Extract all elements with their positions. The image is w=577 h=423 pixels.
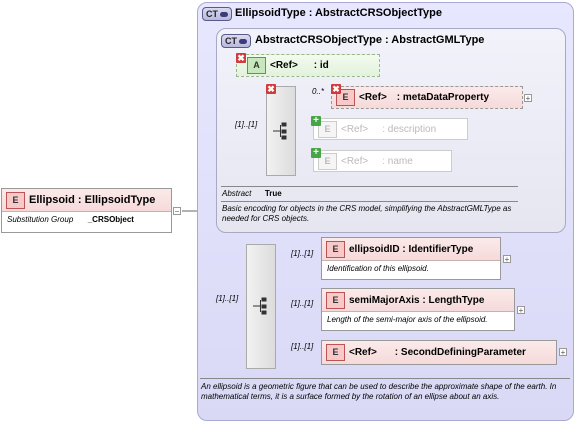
ellipsoid-type-title: EllipsoidType : AbstractCRSObjectType [235,7,442,19]
element-name: : description [382,123,437,135]
second-param-cardinality: [1]..[1] [291,342,314,351]
element-documentation: Identification of this ellipsoid. [327,264,429,273]
element-ellipsoid-id[interactable]: E ellipsoidID : IdentifierType Identific… [321,237,501,280]
root-element-ellipsoid[interactable]: E Ellipsoid : EllipsoidType Substitution… [1,188,172,233]
sequence-compositor[interactable] [266,86,296,176]
element-ref: <Ref> [349,347,377,358]
expand-icon[interactable]: + [524,94,532,103]
expand-icon[interactable]: + [517,306,525,315]
optional-icon: + [311,148,321,158]
abstract-property-row: Abstract True [222,189,282,198]
expand-icon[interactable]: + [559,348,567,357]
attribute-ref: <Ref> [270,60,298,71]
sequence-icon [273,122,287,140]
attribute-name: : id [313,60,329,71]
element-semi-major-axis[interactable]: E semiMajorAxis : LengthType Length of t… [321,288,515,331]
element-description[interactable]: E <Ref> : description [313,118,468,140]
prohibited-icon: ✖ [266,84,276,94]
element-badge: E [326,240,345,258]
element-ref: <Ref> [341,155,369,167]
divider [221,186,518,187]
element-badge: E [318,120,337,138]
prohibited-icon: ✖ [236,53,246,63]
prohibited-icon: ✖ [331,84,341,94]
ellipsoid-id-cardinality: [1]..[1] [291,249,314,258]
element-badge: E [326,344,345,361]
abstract-label: Abstract [222,189,252,198]
element-badge: E [326,291,345,309]
sequence-icon [253,297,267,315]
element-badge: E [318,152,337,170]
element-badge: E [6,191,25,209]
metadata-cardinality: 0..* [312,87,325,96]
substitution-group-row: Substitution Group _CRSObject [2,212,171,227]
element-name: semiMajorAxis : LengthType [349,294,485,306]
attribute-badge: A [247,57,266,74]
substitution-group-label: Substitution Group [7,215,74,224]
element-second-defining-parameter[interactable]: E <Ref> : SecondDefiningParameter [321,340,557,365]
sequence-cardinality: [1]..[1] [235,120,258,129]
element-name: ellipsoidID : IdentifierType [349,243,474,255]
root-element-name: Ellipsoid : EllipsoidType [29,194,156,206]
ct-pill-icon [239,38,247,44]
abstract-value: True [264,189,282,198]
abstract-crs-title: AbstractCRSObjectType : AbstractGMLType [255,34,485,46]
element-ref: <Ref> [359,92,387,103]
element-name: : name [382,155,413,167]
ellipsoid-type-documentation: An ellipsoid is a geometric figure that … [201,382,557,401]
element-name: : SecondDefiningParameter [394,347,526,358]
element-documentation: Length of the semi-major axis of the ell… [327,315,488,324]
complex-type-badge: CT [202,7,232,21]
element-name-ref[interactable]: E <Ref> : name [313,150,452,172]
optional-icon: + [311,116,321,126]
element-name: : metaDataProperty [396,92,490,103]
element-metadata-property[interactable]: E <Ref> : metaDataProperty [331,86,523,109]
collapse-icon[interactable]: − [173,207,181,216]
divider [200,378,570,379]
outer-sequence-compositor[interactable] [246,244,276,369]
complex-type-badge: CT [221,34,251,48]
substitution-group-value: _CRSObject [87,215,134,224]
expand-icon[interactable]: + [503,255,511,264]
outer-sequence-cardinality: [1]..[1] [216,294,239,303]
element-ref: <Ref> [341,123,369,135]
attribute-id[interactable]: A <Ref> : id [236,54,380,77]
semi-major-axis-cardinality: [1]..[1] [291,299,314,308]
divider [221,201,518,202]
ct-pill-icon [220,11,228,17]
abstract-crs-documentation: Basic encoding for objects in the CRS mo… [222,204,512,223]
